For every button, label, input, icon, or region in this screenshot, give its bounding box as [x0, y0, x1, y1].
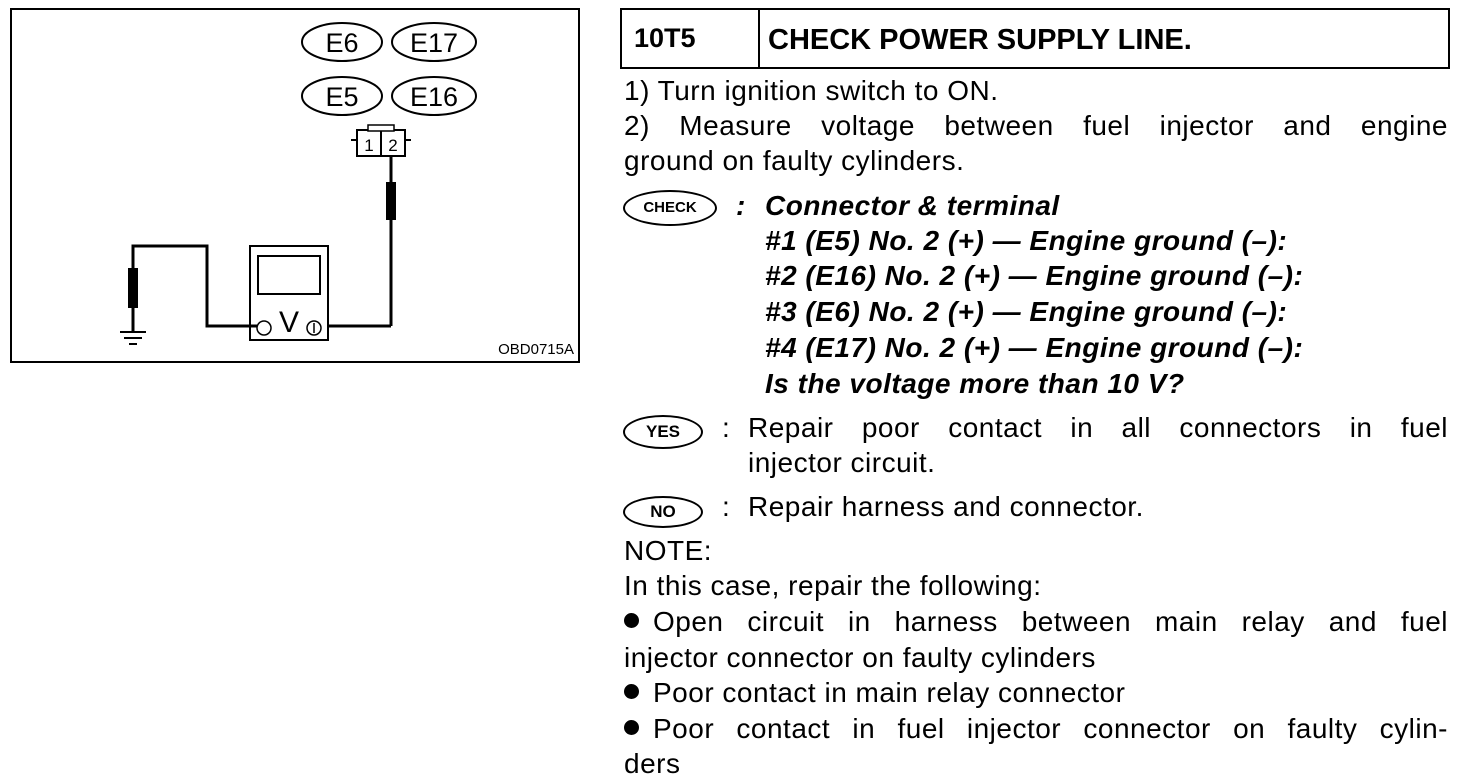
step-code: 10T5 [622, 10, 760, 67]
wiring-diagram-svg: E6 E17 E5 E16 1 2 [120, 22, 574, 358]
bullet-icon [624, 720, 639, 735]
bullet-icon [624, 613, 639, 628]
instruction-1: 1) Turn ignition switch to ON. [624, 75, 999, 106]
ground-icon [120, 331, 146, 345]
positive-probe-wire [318, 156, 396, 328]
svg-text:E17: E17 [410, 28, 458, 58]
figure-code: OBD0715A [498, 341, 574, 358]
check-colon: : [736, 190, 746, 221]
pin-1-label: 1 [364, 136, 373, 155]
connector-label-e17: E17 [391, 22, 477, 62]
negative-probe-wire [128, 244, 257, 332]
no-badge: NO [623, 496, 703, 528]
note-heading: NOTE: [624, 535, 713, 566]
check-line-5: #4 (E17) No. 2 (+) — Engine ground (–): [765, 332, 1304, 363]
yes-colon: : [722, 412, 731, 443]
svg-text:E5: E5 [325, 82, 358, 112]
note-intro: In this case, repair the following: [624, 570, 1042, 601]
instruction-2-cont: ground on faulty cylinders. [624, 145, 965, 176]
check-line-3: #2 (E16) No. 2 (+) — Engine ground (–): [765, 260, 1304, 291]
note-bullet-3-cont: ders [624, 748, 681, 779]
note-bullet-1: Open circuit in harness between main rel… [624, 604, 1448, 639]
injector-connector: 1 2 [351, 124, 411, 157]
yes-badge: YES [623, 415, 703, 449]
note-bullet-3: Poor contact in fuel injector connector … [624, 711, 1448, 746]
voltmeter: V [249, 245, 329, 341]
instruction-2: 2) Measure voltage between fuel injector… [624, 110, 1448, 141]
svg-text:E16: E16 [410, 82, 458, 112]
voltmeter-symbol: V [279, 306, 299, 339]
wiring-diagram: E6 E17 E5 E16 1 2 [10, 8, 580, 363]
step-title: CHECK POWER SUPPLY LINE. [768, 24, 1192, 56]
yes-line-2: injector circuit. [748, 447, 936, 478]
yes-line-1: Repair poor contact in all connectors in… [748, 412, 1448, 443]
bullet-icon [624, 684, 639, 699]
check-line-4: #3 (E6) No. 2 (+) — Engine ground (–): [765, 296, 1288, 327]
note-bullet-2: Poor contact in main relay connector [624, 675, 1125, 710]
check-question: Is the voltage more than 10 V? [765, 368, 1185, 399]
svg-text:E6: E6 [325, 28, 358, 58]
no-action: Repair harness and connector. [748, 491, 1144, 522]
step-header: 10T5 CHECK POWER SUPPLY LINE. [620, 8, 1450, 69]
check-badge: CHECK [623, 190, 717, 226]
no-colon: : [722, 491, 731, 522]
connector-label-e6: E6 [301, 22, 383, 62]
connector-label-e5: E5 [301, 76, 383, 116]
note-bullet-1-cont: injector connector on faulty cylinders [624, 642, 1096, 673]
connector-label-e16: E16 [391, 76, 477, 116]
check-line-2: #1 (E5) No. 2 (+) — Engine ground (–): [765, 225, 1288, 256]
check-line-1: Connector & terminal [765, 190, 1060, 221]
pin-2-label: 2 [388, 136, 397, 155]
